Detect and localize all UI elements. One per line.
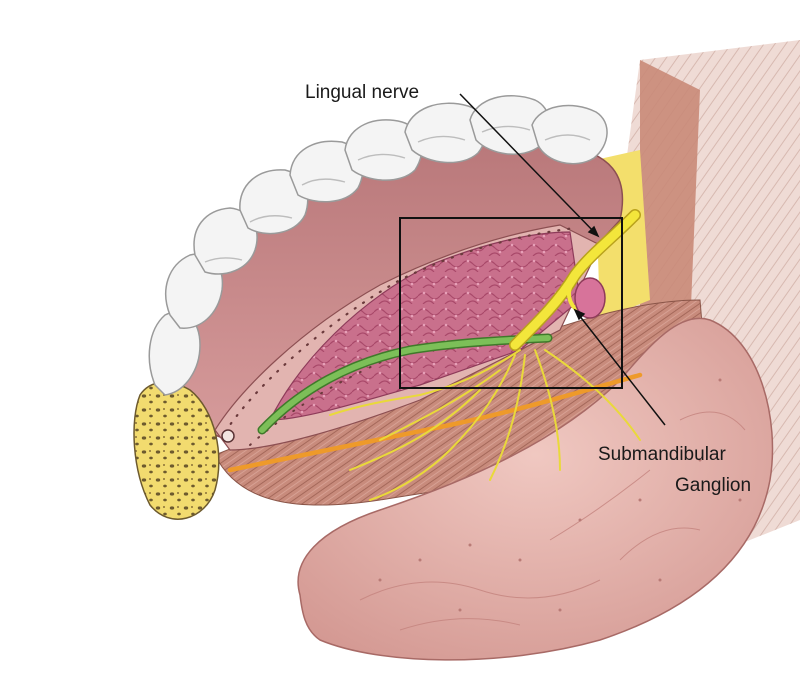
tongue-papillae	[378, 378, 742, 612]
label-lingual-nerve: Lingual nerve	[305, 82, 419, 103]
submandibular-duct-fill	[259, 335, 551, 433]
incision-line-inner	[249, 344, 421, 446]
lingual-nerve-fill	[510, 210, 640, 350]
tooth-grooves	[204, 125, 591, 263]
duct-opening	[221, 429, 235, 443]
label-ganglion: Ganglion	[675, 475, 751, 496]
lingual-artery	[227, 372, 643, 473]
mandible-bone	[133, 381, 220, 520]
tongue	[297, 317, 774, 661]
incision-line	[223, 226, 577, 434]
label-submandibular: Submandibular	[598, 444, 726, 465]
leader-lines	[459, 93, 666, 426]
focus-box	[399, 217, 623, 389]
pharyngeal-muscle	[640, 60, 700, 330]
submandibular-ganglion	[574, 277, 606, 319]
tongue-veins	[359, 411, 746, 631]
nerve-branches	[329, 349, 641, 501]
